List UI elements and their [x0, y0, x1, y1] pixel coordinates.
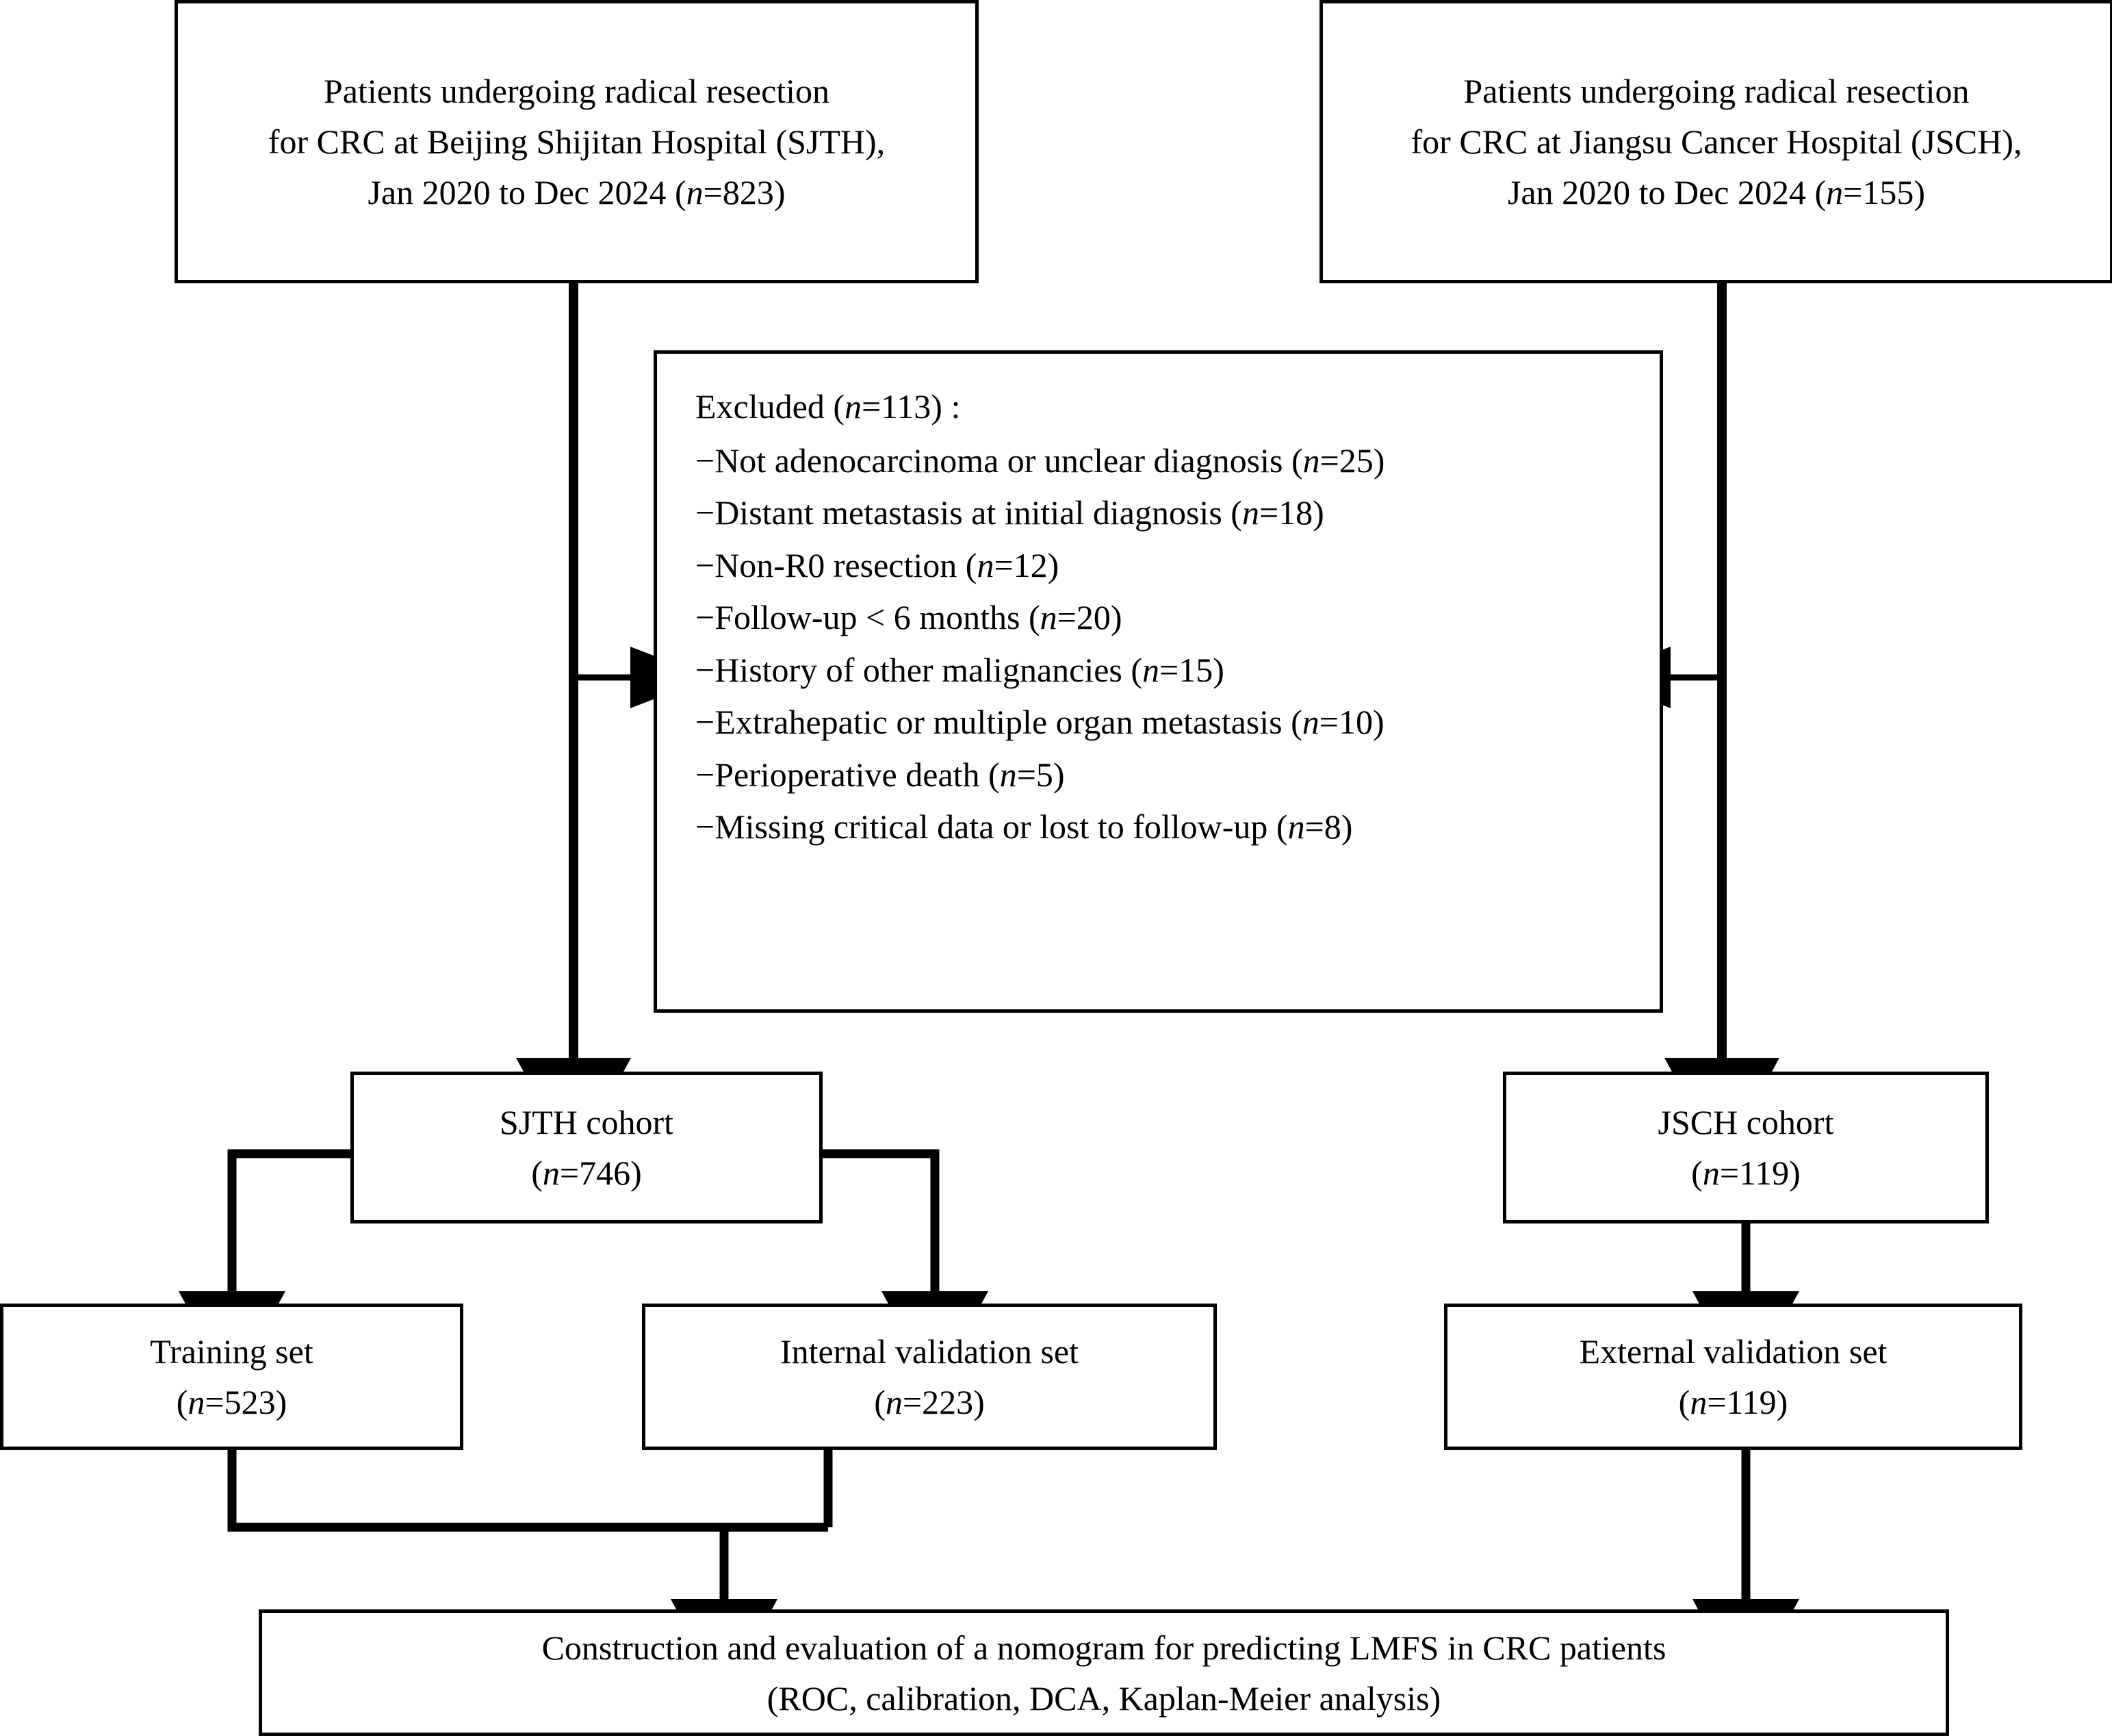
jsch-cohort-box[interactable]: JSCH cohort (n=119) — [1503, 1072, 1989, 1223]
jsch-source-line-1: Patients undergoing radical resection — [1463, 72, 1970, 110]
jsch-source-line-2: for CRC at Jiangsu Cancer Hospital (JSCH… — [1411, 122, 2022, 161]
excluded-item-1: −Distant metastasis at initial diagnosis… — [695, 493, 1324, 532]
external-validation-box[interactable]: External validation set (n=119) — [1444, 1304, 2022, 1450]
sjth-source-line-3: Jan 2020 to Dec 2024 (n=823) — [368, 173, 786, 211]
excluded-item-3: −Follow-up < 6 months (n=20) — [695, 598, 1122, 636]
sjth-source-line-1: Patients undergoing radical resection — [323, 72, 830, 110]
internal-validation-box[interactable]: Internal validation set (n=223) — [642, 1304, 1217, 1450]
excluded-item-6: −Perioperative death (n=5) — [695, 755, 1065, 794]
training-set-line-2: (n=523) — [176, 1383, 287, 1421]
edge-training-merge — [227, 1449, 828, 1532]
excluded-item-7: −Missing critical data or lost to follow… — [695, 807, 1353, 846]
outcome-line-2: (ROC, calibration, DCA, Kaplan-Meier ana… — [767, 1679, 1441, 1718]
excluded-item-0: −Not adenocarcinoma or unclear diagnosis… — [695, 441, 1385, 480]
sjth-source-line-2: for CRC at Beijing Shijitan Hospital (SJ… — [268, 122, 886, 161]
sjth-source-box[interactable]: Patients undergoing radical resection fo… — [175, 0, 979, 283]
jsch-source-line-3: Jan 2020 to Dec 2024 (n=155) — [1507, 173, 1926, 211]
external-validation-line-2: (n=119) — [1678, 1383, 1788, 1421]
excluded-header: Excluded (n=113) : — [695, 387, 961, 426]
training-set-box[interactable]: Training set (n=523) — [0, 1304, 463, 1450]
excluded-box[interactable]: Excluded (n=113) : −Not adenocarcinoma o… — [654, 350, 1663, 1013]
sjth-cohort-line-2: (n=746) — [531, 1154, 642, 1192]
sjth-cohort-line-1: SJTH cohort — [499, 1103, 674, 1141]
excluded-item-4: −History of other malignancies (n=15) — [695, 650, 1224, 689]
outcome-box[interactable]: Construction and evaluation of a nomogra… — [259, 1609, 1949, 1736]
excluded-item-2: −Non-R0 resection (n=12) — [695, 545, 1059, 584]
internal-validation-line-2: (n=223) — [874, 1383, 985, 1421]
outcome-line-1: Construction and evaluation of a nomogra… — [541, 1628, 1666, 1667]
training-set-line-1: Training set — [150, 1332, 313, 1371]
internal-validation-line-1: Internal validation set — [780, 1332, 1079, 1371]
jsch-cohort-line-2: (n=119) — [1691, 1154, 1801, 1192]
jsch-source-box[interactable]: Patients undergoing radical resection fo… — [1319, 0, 2112, 283]
edge-sjth-cohort-to-internal — [823, 1149, 988, 1389]
excluded-item-5: −Extrahepatic or multiple organ metastas… — [695, 703, 1385, 741]
external-validation-line-1: External validation set — [1579, 1332, 1888, 1371]
sjth-cohort-box[interactable]: SJTH cohort (n=746) — [350, 1072, 823, 1223]
edge-sjth-cohort-to-training — [179, 1149, 350, 1389]
jsch-cohort-line-1: JSCH cohort — [1658, 1103, 1834, 1141]
